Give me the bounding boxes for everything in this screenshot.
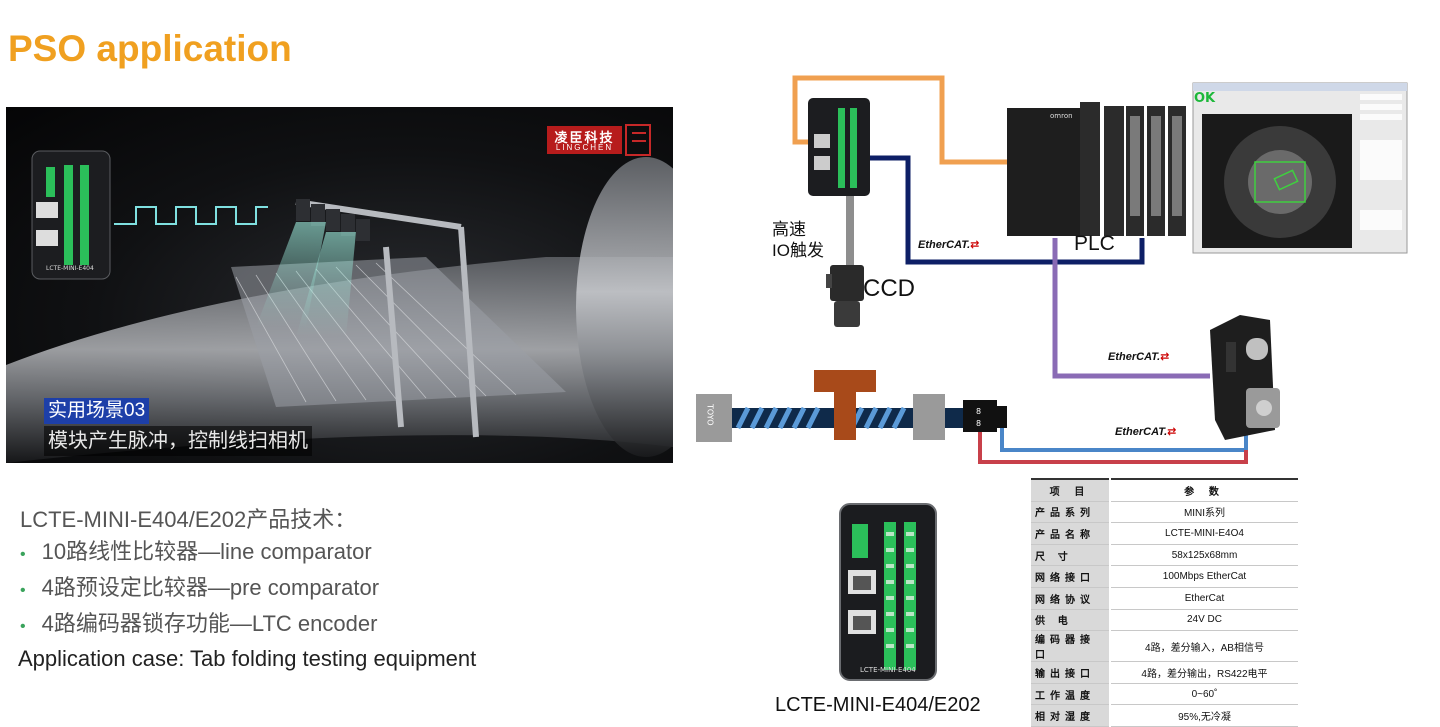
orange-cable: [792, 75, 1010, 165]
ethercat-arrow-icon: ⇄: [1167, 426, 1177, 438]
plc-rack: omron: [1007, 102, 1186, 236]
drive-label-1: 8: [976, 407, 981, 416]
table-header-cell: 参 数: [1110, 477, 1298, 502]
trigger-label-line1: 高速: [772, 220, 806, 239]
back-roller: [576, 157, 673, 457]
photo-device-label: LCTE-MINI-E404: [46, 265, 94, 272]
specs-list: •10路线性比较器—line comparator •4路预设定比较器—pre …: [20, 535, 379, 643]
light-beam: [296, 232, 356, 337]
list-item: •10路线性比较器—line comparator: [20, 539, 372, 564]
scene-caption: 模块产生脉冲，控制线扫相机: [44, 426, 312, 456]
toyo-label: TOYO: [706, 403, 715, 426]
blue-cable: [1000, 425, 1248, 452]
product-device-label: LCTE-MINI-E404: [860, 666, 916, 674]
navy-cable: [818, 155, 1145, 265]
photo-illustration: LCTE-MINI-E404: [6, 124, 673, 463]
vision-screen: OK: [1192, 82, 1408, 254]
system-diagram: omron OK TOYO: [696, 75, 1408, 464]
bullet-icon: •: [20, 546, 26, 563]
bullet-icon: •: [20, 618, 26, 635]
ethercat-arrow-icon: ⇄: [970, 239, 980, 251]
table-header-row: 项 目 参 数: [1031, 477, 1298, 502]
trigger-label-line2: IO触发: [772, 241, 824, 260]
specs-heading: LCTE-MINI-E404/E202产品技术：: [20, 507, 357, 532]
product-device-image: LCTE-MINI-E404: [839, 503, 937, 681]
application-case: Application case: Tab folding testing eq…: [18, 646, 477, 671]
photo-device-terminals: [46, 165, 89, 265]
ethercat-logo-1: EtherCAT.⇄: [918, 239, 980, 251]
logo-mark: [625, 124, 651, 156]
red-cable: [978, 425, 1248, 464]
table-header-cell: 项 目: [1031, 477, 1111, 502]
ccd-camera: [826, 265, 864, 327]
plc-label: PLC: [1074, 232, 1115, 255]
list-item: •4路编码器锁存功能—LTC encoder: [20, 611, 378, 636]
top-module: [808, 98, 870, 196]
drive-label-2: 8: [976, 419, 981, 428]
scene-tag: 实用场景03: [44, 398, 150, 424]
page-title: PSO application: [8, 28, 292, 69]
brand-logo: [547, 126, 622, 154]
bullet-icon: •: [20, 582, 26, 599]
brand-logo-en: LINGCHEN: [555, 143, 614, 152]
plc-brand: omron: [1050, 112, 1073, 120]
ethercat-logo-3: EtherCAT.⇄: [1115, 426, 1177, 438]
linear-axis: TOYO 8 8: [696, 370, 1007, 442]
servo-drive: [1210, 315, 1280, 440]
line-scan-cameras: [296, 199, 370, 241]
purple-cable: [1052, 238, 1210, 379]
brand-logo-cn: 凌臣科技: [554, 130, 615, 145]
ethercat-arrow-icon: ⇄: [1160, 351, 1170, 363]
pulse-wave: [114, 206, 268, 225]
ccd-label: CCD: [863, 275, 915, 302]
list-item: •4路预设定比较器—pre comparator: [20, 575, 380, 600]
ok-label: OK: [1194, 91, 1216, 106]
ethercat-logo-2: EtherCAT.⇄: [1108, 351, 1170, 363]
device-caption: LCTE-MINI-E404/E202: [775, 694, 981, 716]
